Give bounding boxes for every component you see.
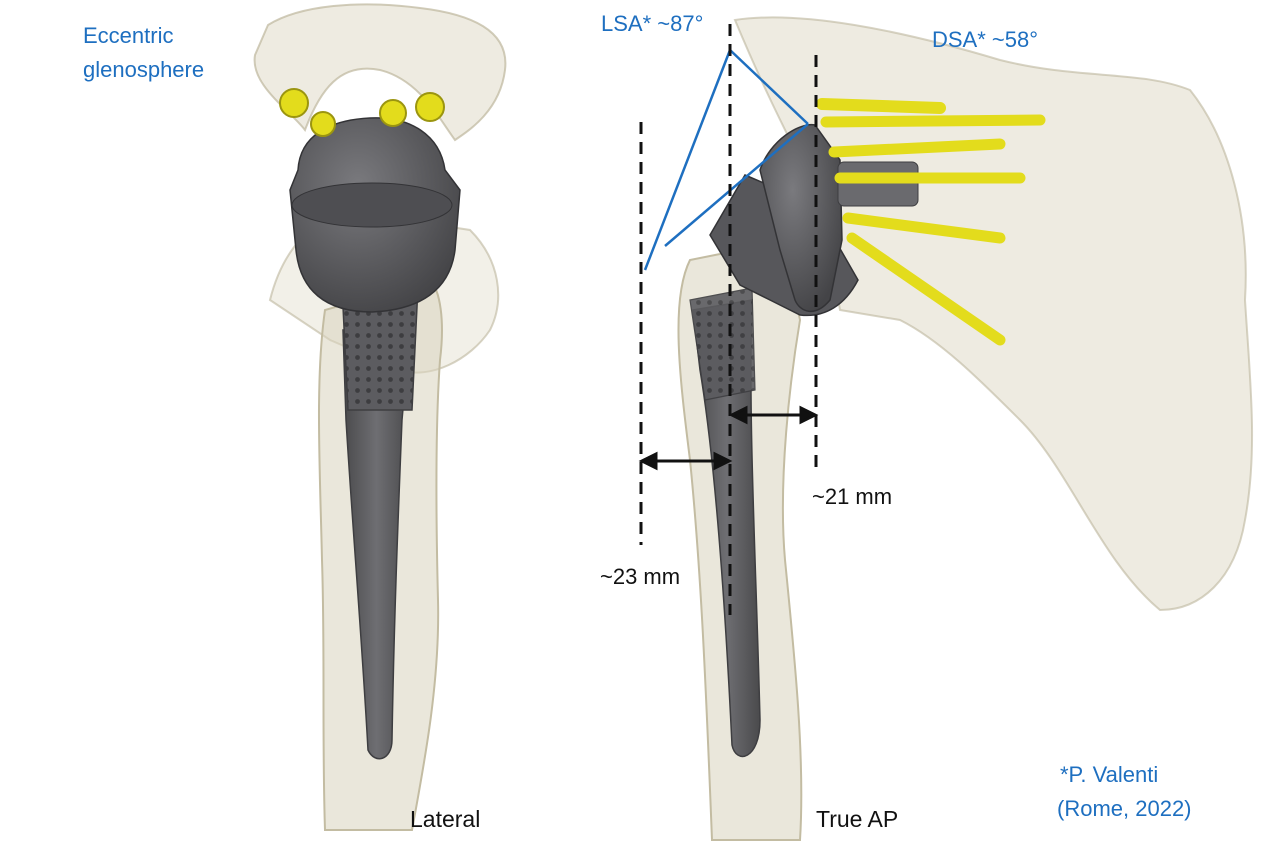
eccentric-label-line1: Eccentric xyxy=(83,23,174,48)
lsa-line-1 xyxy=(643,49,732,271)
lateral-humeral-stem xyxy=(342,329,411,760)
dimension-arrows xyxy=(638,405,819,471)
lsa-label: LSA* ~87° xyxy=(601,11,704,36)
ap-baseplate-peg xyxy=(837,161,919,207)
lateral-screw-heads xyxy=(279,88,445,137)
lateral-view xyxy=(253,3,507,831)
reference-lines xyxy=(639,24,818,615)
true-ap-view-label: True AP xyxy=(816,806,899,832)
lsa-line-2 xyxy=(729,49,809,125)
lateral-baseplate xyxy=(291,182,453,228)
lateral-view-label: Lateral xyxy=(410,806,481,832)
dimension-23-label: ~23 mm xyxy=(600,564,681,589)
eccentric-label-line2: glenosphere xyxy=(83,57,205,82)
credit-line2: (Rome, 2022) xyxy=(1057,796,1192,821)
ap-glenoid-screws xyxy=(816,98,1046,346)
dimension-21-label: ~21 mm xyxy=(812,484,893,509)
dsa-line xyxy=(664,123,809,247)
true-ap-view xyxy=(638,16,1254,841)
dsa-label: DSA* ~58° xyxy=(932,27,1039,52)
angle-lines xyxy=(643,49,809,271)
credit-line1: *P. Valenti xyxy=(1060,762,1159,787)
